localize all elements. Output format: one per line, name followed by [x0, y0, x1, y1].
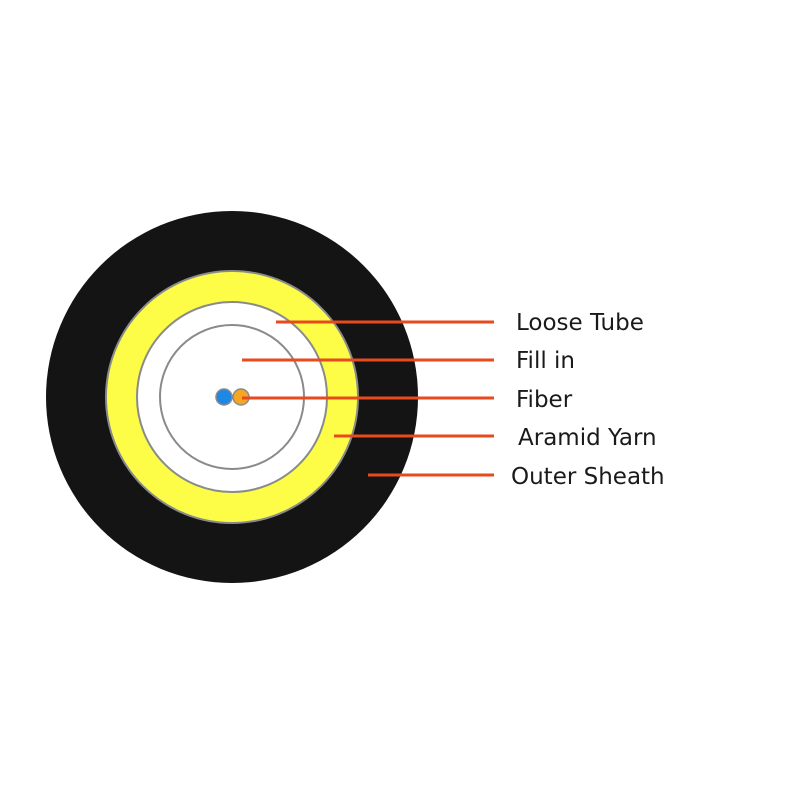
label-outer-sheath: Outer Sheath	[511, 464, 665, 490]
labels: Loose Tube Fill in Fiber Aramid Yarn Out…	[511, 310, 665, 490]
leader-lines	[242, 320, 494, 477]
label-fill-in: Fill in	[516, 348, 575, 374]
label-aramid-yarn: Aramid Yarn	[518, 425, 657, 451]
cable-cross-section	[46, 211, 418, 583]
fiber-blue	[215, 388, 233, 406]
label-loose-tube: Loose Tube	[516, 310, 644, 336]
label-fiber: Fiber	[516, 387, 573, 413]
